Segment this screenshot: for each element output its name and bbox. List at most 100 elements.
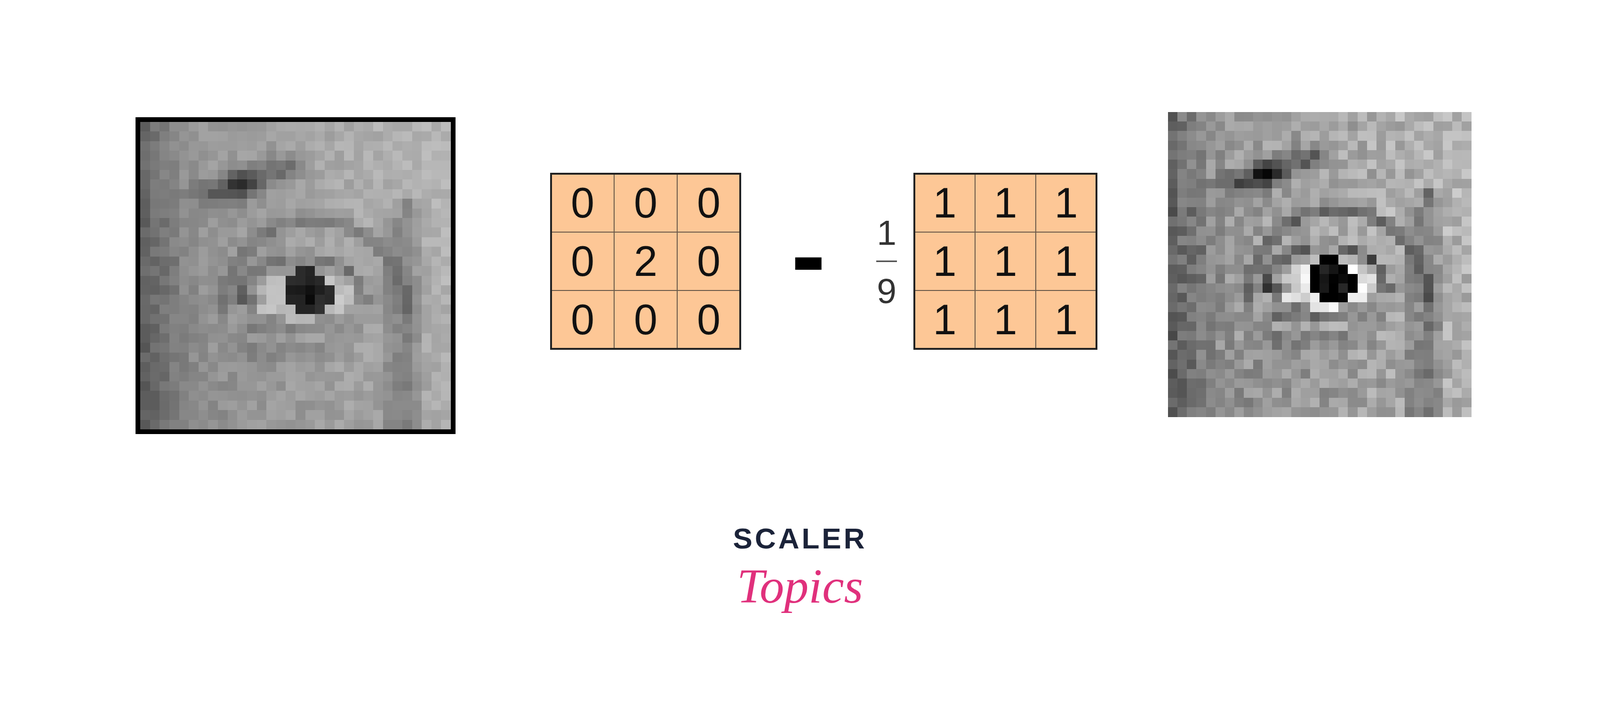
image-pixel (402, 342, 413, 353)
image-pixel (1423, 359, 1434, 370)
image-pixel (1414, 207, 1424, 217)
image-pixel (1234, 340, 1245, 351)
image-pixel (373, 169, 384, 180)
image-pixel (1177, 235, 1188, 246)
image-pixel (1385, 130, 1396, 141)
image-pixel (276, 198, 287, 209)
image-pixel (1452, 178, 1463, 189)
image-pixel (208, 342, 218, 353)
image-pixel (1461, 349, 1472, 360)
image-pixel (1404, 254, 1415, 265)
image-pixel (1206, 292, 1216, 303)
image-pixel (295, 189, 306, 200)
image-pixel (1177, 188, 1188, 199)
image-pixel (247, 265, 257, 276)
image-pixel (344, 246, 354, 257)
image-pixel (1452, 168, 1463, 179)
image-pixel (1300, 197, 1311, 208)
image-pixel (1291, 188, 1302, 199)
image-pixel (285, 169, 296, 180)
image-pixel (1442, 178, 1453, 189)
image-pixel (1300, 226, 1311, 237)
image-pixel (1452, 254, 1463, 265)
image-pixel (1310, 330, 1320, 341)
image-pixel (431, 169, 442, 180)
image-pixel (402, 179, 413, 190)
image-pixel (1186, 159, 1197, 170)
image-pixel (1206, 121, 1216, 132)
image-pixel (247, 409, 257, 420)
image-pixel (188, 294, 199, 305)
image-pixel (305, 419, 316, 430)
image-pixel (392, 313, 403, 324)
image-pixel (1433, 178, 1444, 189)
image-pixel (1234, 235, 1245, 246)
image-pixel (1215, 330, 1226, 341)
image-pixel (344, 381, 354, 392)
image-pixel (1196, 235, 1207, 246)
image-pixel (324, 294, 335, 305)
image-pixel (324, 208, 335, 219)
image-pixel (1272, 235, 1282, 246)
image-pixel (440, 237, 451, 248)
image-pixel (1206, 397, 1216, 408)
image-pixel (412, 371, 423, 382)
image-pixel (334, 227, 345, 238)
image-pixel (1281, 254, 1292, 265)
image-pixel (334, 256, 345, 267)
image-pixel (402, 390, 413, 401)
image-pixel (1319, 273, 1330, 284)
image-pixel (402, 208, 413, 219)
image-pixel (1291, 150, 1302, 160)
image-pixel (373, 409, 384, 420)
image-pixel (1186, 197, 1197, 208)
image-pixel (1347, 359, 1358, 370)
image-pixel (295, 246, 306, 257)
image-pixel (1234, 254, 1245, 265)
image-pixel (140, 246, 151, 257)
image-pixel (208, 189, 218, 200)
image-pixel (285, 237, 296, 248)
image-pixel (1291, 330, 1302, 341)
image-pixel (1442, 112, 1453, 122)
image-pixel (1224, 368, 1235, 379)
image-pixel (1395, 130, 1406, 141)
image-pixel (1281, 378, 1292, 389)
image-pixel (217, 371, 228, 382)
image-pixel (179, 419, 190, 430)
image-pixel (1281, 226, 1292, 237)
image-pixel (324, 371, 335, 382)
image-pixel (1206, 168, 1216, 179)
image-pixel (1376, 254, 1387, 265)
image-pixel (392, 304, 403, 315)
image-pixel (150, 304, 160, 315)
image-pixel (1376, 216, 1387, 227)
image-pixel (1300, 235, 1311, 246)
image-pixel (1272, 245, 1282, 256)
image-pixel (392, 265, 403, 276)
image-pixel (1281, 321, 1292, 332)
image-pixel (1281, 340, 1292, 351)
image-pixel (1234, 168, 1245, 179)
image-pixel (237, 409, 248, 420)
image-pixel (188, 237, 199, 248)
image-pixel (1347, 302, 1358, 312)
image-pixel (431, 256, 442, 267)
image-pixel (334, 390, 345, 401)
image-pixel (188, 313, 199, 324)
image-pixel (1262, 273, 1273, 284)
image-pixel (188, 323, 199, 334)
image-pixel (1404, 321, 1415, 332)
image-pixel (305, 352, 316, 363)
image-pixel (344, 237, 354, 248)
image-pixel (363, 150, 374, 161)
image-pixel (373, 333, 384, 344)
image-pixel (1376, 264, 1387, 275)
image-pixel (1404, 207, 1415, 217)
image-pixel (237, 419, 248, 430)
image-pixel (1395, 188, 1406, 199)
image-pixel (392, 237, 403, 248)
image-pixel (1243, 140, 1254, 151)
image-pixel (1234, 150, 1245, 160)
